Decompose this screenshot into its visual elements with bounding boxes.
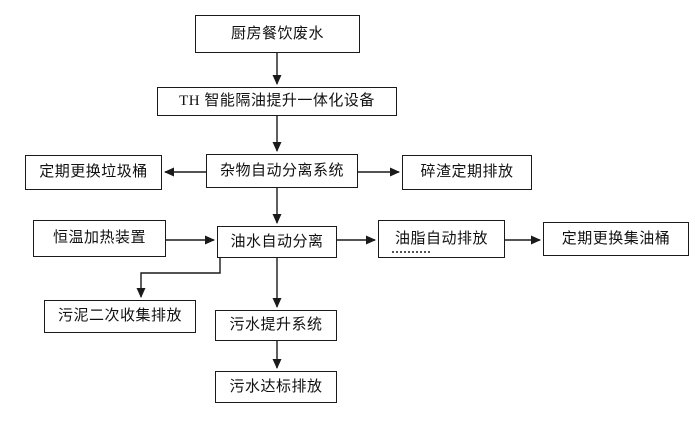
flow-node-debris-auto-separation: 杂物自动分离系统 [206, 154, 358, 188]
flow-node-label: 油水自动分离 [230, 233, 324, 250]
flow-node-kitchen-wastewater: 厨房餐饮废水 [195, 15, 360, 53]
spellcheck-dots [392, 251, 430, 253]
flow-node-label: 杂物自动分离系统 [219, 162, 344, 179]
connector-oilwater-to-sludge [136, 258, 221, 298]
flow-node-heating-device: 恒温加热装置 [33, 220, 166, 257]
flow-node-label: 厨房餐饮废水 [230, 25, 324, 42]
flow-node-sewage-lift-system: 污水提升系统 [215, 310, 337, 341]
flow-node-oil-water-separation: 油水自动分离 [217, 226, 337, 258]
flow-node-th-integrated-unit: TH 智能隔油提升一体化设备 [157, 87, 397, 116]
flow-node-label: 油脂自动排放 [394, 230, 488, 247]
flow-node-label: 定期更换垃圾桶 [39, 164, 148, 181]
flow-node-label: 污水提升系统 [229, 317, 323, 334]
flow-node-label: 污水达标排放 [229, 378, 323, 395]
flow-node-residue-discharge: 碎渣定期排放 [402, 155, 532, 190]
flow-node-label: 碎渣定期排放 [420, 164, 514, 181]
flow-node-label: 定期更换集油桶 [561, 230, 671, 247]
flow-node-trash-bin-replace: 定期更换垃圾桶 [25, 155, 162, 190]
flow-node-label: 恒温加热装置 [52, 230, 146, 247]
flow-node-label: 污泥二次收集排放 [57, 308, 182, 325]
flow-node-oil-barrel-replace: 定期更换集油桶 [543, 222, 689, 256]
flow-node-sewage-discharge: 污水达标排放 [215, 371, 337, 403]
flow-node-grease-auto-discharge: 油脂自动排放 [378, 220, 505, 258]
flow-node-label: TH 智能隔油提升一体化设备 [179, 93, 375, 110]
flow-node-sludge-collection: 污泥二次收集排放 [44, 300, 196, 333]
